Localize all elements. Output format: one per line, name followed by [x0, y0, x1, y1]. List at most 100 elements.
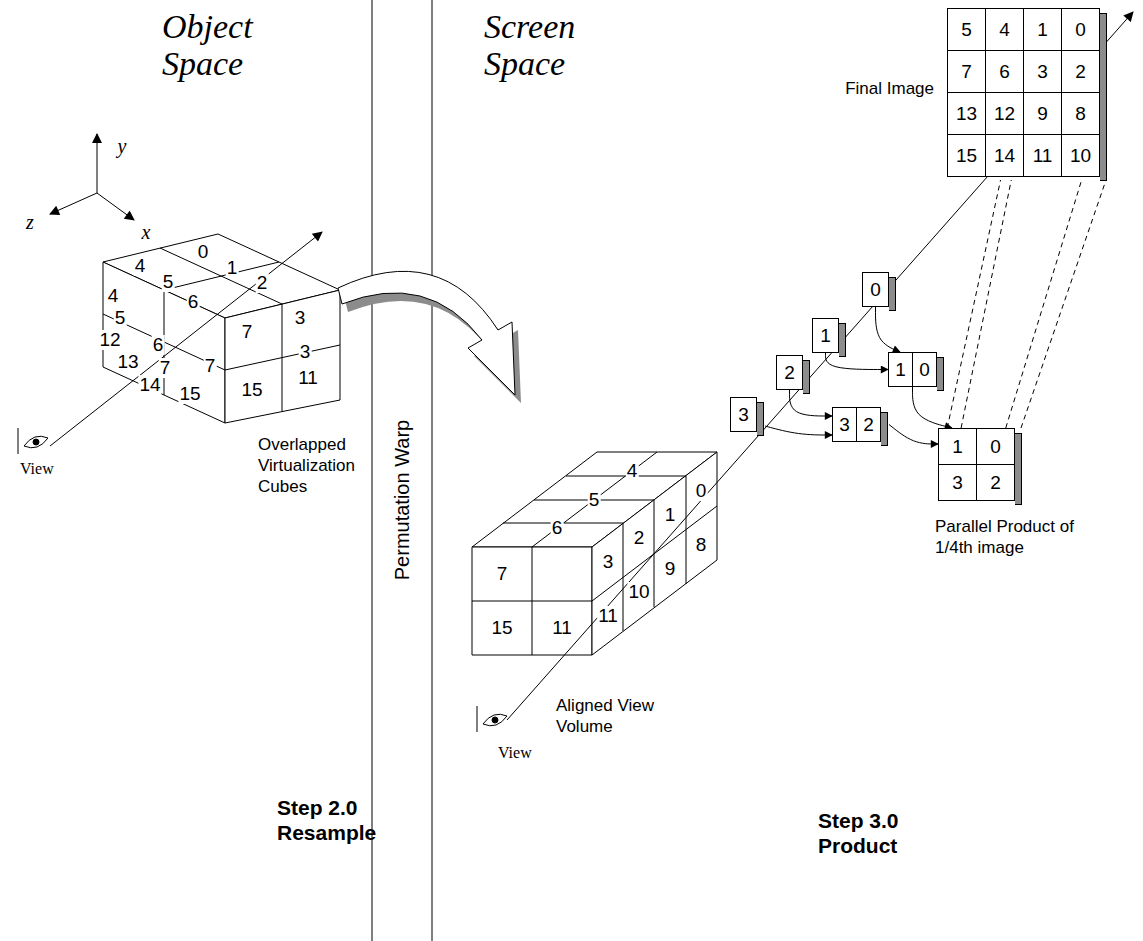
cube-number: 0: [197, 242, 210, 262]
cube-number: 7: [241, 322, 254, 342]
tile-number: 10: [1062, 135, 1100, 177]
cube-number: 6: [187, 292, 200, 312]
merge-arrow: [790, 390, 833, 416]
view-eye: [483, 714, 507, 726]
tile-number: 14: [986, 135, 1024, 177]
tile-number: 12: [986, 93, 1024, 135]
tile-number: 1: [939, 429, 977, 465]
cube-number: 0: [695, 481, 708, 501]
view-eye: [477, 706, 478, 732]
cube-number: 1: [664, 505, 677, 525]
tile-number: 2: [977, 465, 1015, 501]
view-eye: [18, 428, 19, 454]
cube-number: 14: [138, 375, 161, 395]
cube-number: 9: [664, 559, 677, 579]
image-tile: 32: [832, 407, 881, 442]
cube-number: 6: [152, 335, 165, 355]
caption: Parallel Product of 1/4th image: [935, 516, 1080, 558]
warp-label: Permutation Warp: [391, 420, 413, 580]
cube-number: 3: [294, 308, 307, 328]
tile-number: 2: [1062, 51, 1100, 93]
tile-side: [889, 277, 896, 311]
object-cube-grid: [103, 248, 340, 411]
tile-number: 0: [913, 353, 937, 387]
view-direction: [507, 12, 1133, 720]
view-eye: [492, 717, 498, 723]
tile-number: 7: [948, 51, 986, 93]
view-direction: [50, 232, 322, 446]
cube-number: 13: [116, 352, 139, 372]
step-label: Step 2.0 Resample: [277, 795, 395, 845]
tile-side: [1100, 13, 1107, 181]
image-tile: 2: [776, 355, 803, 390]
projection-line: [1021, 180, 1106, 428]
axis-arrow: [50, 193, 97, 214]
cube-number: 2: [256, 273, 269, 293]
warp-arrow: [338, 271, 515, 395]
image-heading: Final Image: [845, 79, 934, 99]
image-tile: 1032: [938, 428, 1015, 501]
cube-number: 12: [98, 330, 121, 350]
cube-number: 7: [496, 564, 509, 584]
caption: Overlapped Virtualization Cubes: [258, 434, 383, 497]
tile-number: 1: [813, 319, 839, 353]
cube-number: 8: [695, 535, 708, 555]
axis-label: y: [118, 135, 127, 157]
space-heading: Screen Space: [484, 8, 614, 82]
cube-number: 5: [588, 490, 601, 510]
tile-number: 3: [1024, 51, 1062, 93]
divider-line: [372, 0, 432, 941]
tile-number: 6: [986, 51, 1024, 93]
cube-number: 15: [240, 380, 263, 400]
cube-number: 10: [627, 582, 650, 602]
merge-arrow: [826, 353, 889, 370]
tile-side: [937, 357, 944, 391]
tile-number: 15: [948, 135, 986, 177]
axis-label: x: [142, 221, 151, 243]
image-tile: 0: [862, 272, 889, 307]
merge-arrow: [889, 425, 938, 445]
axis-arrow: [97, 134, 98, 193]
projection-line: [961, 180, 1011, 428]
step-label: Step 3.0 Product: [818, 808, 930, 858]
cube-number: 7: [204, 356, 217, 376]
cube-number: 4: [134, 256, 147, 276]
caption: Aligned View Volume: [556, 695, 676, 737]
view-label: View: [20, 460, 54, 478]
tile-side: [803, 360, 810, 394]
projection-line: [947, 180, 1000, 428]
view-eye: [33, 439, 39, 445]
merge-arrow: [765, 426, 832, 435]
aligned-cube-grid: [472, 452, 717, 655]
tile-number: 0: [1062, 9, 1100, 51]
tile-side: [839, 323, 846, 357]
tile-number: 5: [948, 9, 986, 51]
cube-number: 3: [602, 552, 615, 572]
cube-number: 11: [551, 618, 573, 638]
tile-side: [757, 402, 764, 436]
tile-number: 3: [731, 398, 757, 432]
space-heading: Object Space: [162, 8, 292, 82]
tile-number: 4: [986, 9, 1024, 51]
image-tile: 10: [888, 352, 937, 387]
cube-number: 11: [597, 606, 619, 626]
tile-number: 1: [1024, 9, 1062, 51]
projection-line: [1006, 180, 1082, 428]
tile-number: 3: [939, 465, 977, 501]
tile-number: 8: [1062, 93, 1100, 135]
tile-number: 3: [833, 408, 857, 442]
cube-number: 2: [633, 528, 646, 548]
cube-number: 4: [626, 461, 639, 481]
cube-number: 6: [551, 518, 564, 538]
tile-number: 13: [948, 93, 986, 135]
cube-number: 5: [114, 308, 127, 328]
image-tile: 1: [812, 318, 839, 353]
cube-number: 5: [162, 272, 175, 292]
cube-number: 11: [297, 368, 319, 388]
tile-number: 11: [1024, 135, 1062, 177]
tile-number: 2: [857, 408, 881, 442]
axis-arrow: [97, 193, 134, 220]
final-image: Final Image5410763213129815141110: [947, 8, 1100, 177]
view-eye: [24, 436, 48, 448]
